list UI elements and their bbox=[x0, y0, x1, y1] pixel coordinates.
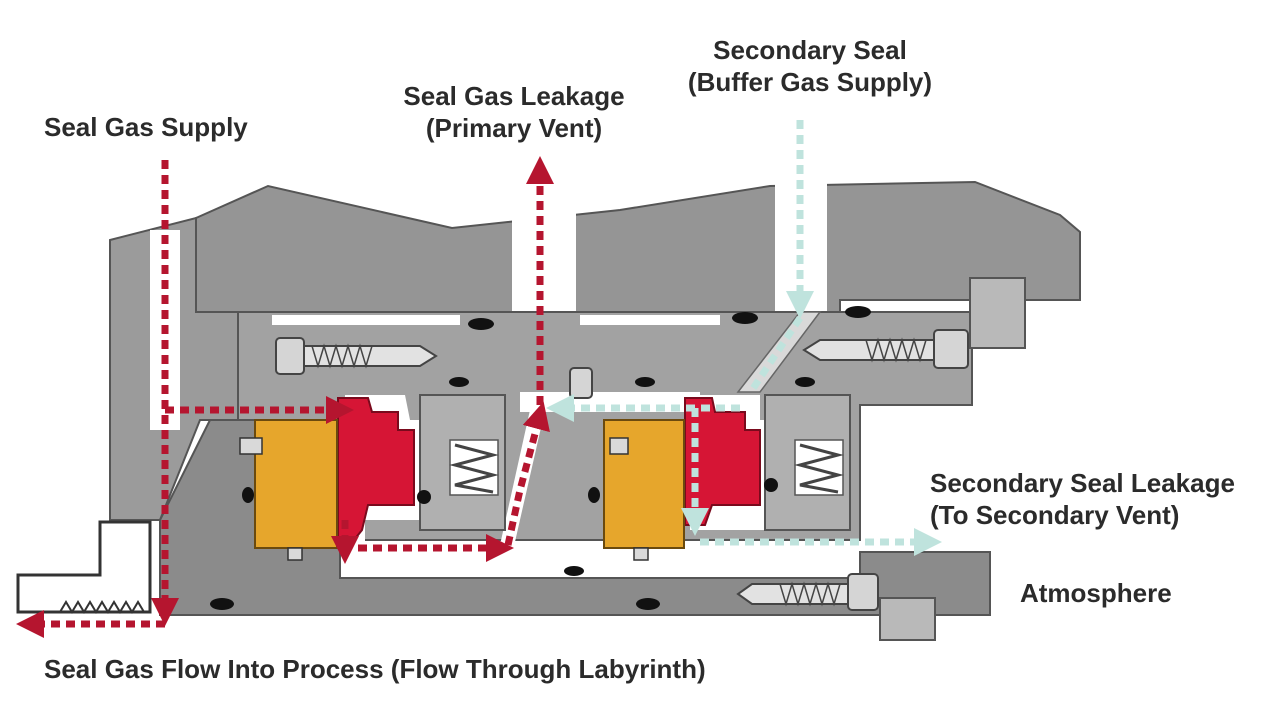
bottom-right-block bbox=[879, 597, 936, 641]
right-bolt bbox=[802, 329, 969, 369]
buffer-gas-flow-arrows bbox=[546, 120, 942, 556]
lower-bolt bbox=[736, 573, 879, 611]
upper-housing bbox=[195, 180, 1081, 313]
seal-gas-flow-arrows bbox=[15, 156, 554, 638]
labyrinth-teeth bbox=[59, 600, 145, 614]
label-seal-gas-leakage-line2: (Primary Vent) bbox=[425, 113, 603, 143]
label-secondary-seal: Secondary Seal (Buffer Gas Supply) bbox=[665, 34, 955, 98]
label-secondary-seal-line1: Secondary Seal bbox=[713, 35, 907, 65]
label-seal-gas-leakage: Seal Gas Leakage (Primary Vent) bbox=[380, 80, 648, 144]
primary-spring bbox=[449, 443, 499, 494]
upper-gap-left bbox=[272, 315, 460, 325]
anti-rotation-pins bbox=[239, 437, 649, 561]
primary-seal-rotating-ring bbox=[254, 419, 338, 549]
o-rings bbox=[210, 306, 871, 610]
center-pin bbox=[569, 367, 593, 399]
label-secondary-seal-leakage-line1: Secondary Seal Leakage bbox=[930, 468, 1235, 498]
label-seal-gas-supply: Seal Gas Supply bbox=[44, 112, 248, 142]
primary-vent-port bbox=[512, 190, 576, 320]
primary-seal-riser-arrow bbox=[504, 401, 550, 546]
label-secondary-seal-leakage-line2: (To Secondary Vent) bbox=[930, 500, 1180, 530]
label-flow-into-process: Seal Gas Flow Into Process (Flow Through… bbox=[44, 654, 706, 684]
label-atmosphere: Atmosphere bbox=[1020, 578, 1172, 608]
right-end-block bbox=[969, 277, 1026, 349]
label-secondary-seal-line2: (Buffer Gas Supply) bbox=[687, 67, 933, 97]
label-secondary-seal-leakage: Secondary Seal Leakage (To Secondary Ven… bbox=[930, 467, 1235, 531]
upper-gap-right bbox=[580, 315, 720, 325]
label-seal-gas-leakage-line1: Seal Gas Leakage bbox=[403, 81, 625, 111]
left-bolt bbox=[275, 337, 438, 375]
secondary-spring bbox=[794, 443, 844, 494]
labyrinth-fitting bbox=[16, 520, 152, 614]
